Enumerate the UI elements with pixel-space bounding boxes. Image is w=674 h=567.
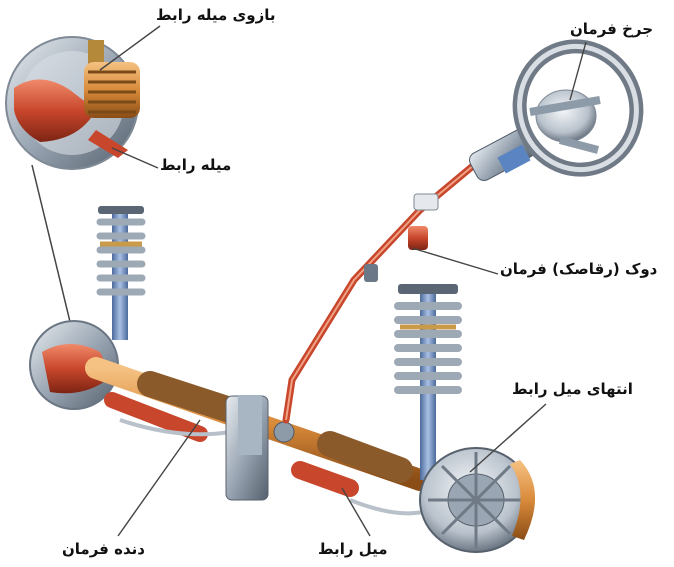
leader-tie-rod-bar (112, 148, 158, 168)
label-tie-rod-end: انتهای میل رابط (512, 382, 633, 397)
leader-steering-shaft (412, 248, 498, 274)
label-tie-rod-bar: میله رابط (160, 158, 231, 173)
label-tie-rod: میل رابط (318, 542, 388, 557)
brake-disc (420, 448, 535, 552)
tie-rod-arm-inset (6, 37, 140, 169)
leader-tie-rod (342, 488, 370, 536)
leader-steering-rack (118, 420, 200, 536)
label-steering-rack: دنده فرمان (62, 542, 145, 557)
left-shock-absorber (98, 206, 144, 340)
inset-connector-line (32, 165, 72, 330)
label-steering-wheel: جرخ فرمان (570, 22, 653, 37)
label-steering-shaft: دوک (رقاصک) فرمان (500, 262, 657, 277)
rack-housing (226, 395, 294, 500)
inset-rubber-bellows (84, 62, 140, 118)
label-tie-rod-arm: بازوی میله رابط (156, 8, 276, 23)
right-shock-absorber (398, 284, 458, 480)
